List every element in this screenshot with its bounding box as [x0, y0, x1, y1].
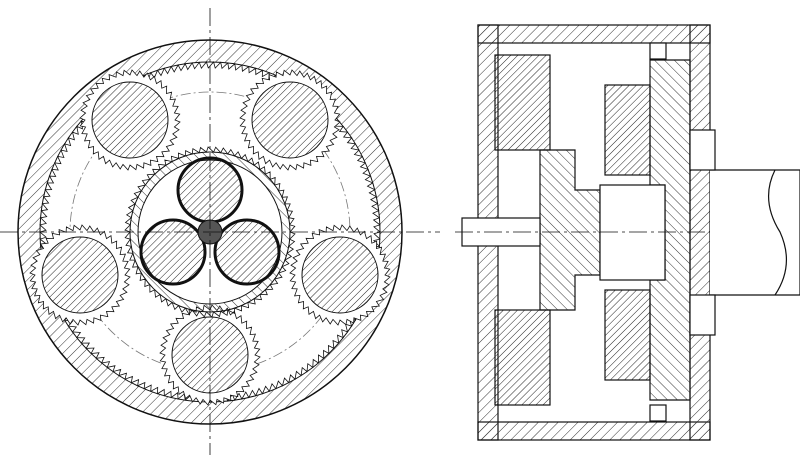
planet-upper	[494, 54, 551, 151]
planet2-lower	[604, 289, 651, 381]
planet-gears	[29, 69, 391, 406]
bearing-top	[649, 42, 667, 60]
bearing-upper	[689, 129, 716, 171]
planet-gear-body-1	[91, 81, 169, 159]
output-shaft-break	[767, 169, 788, 296]
output-hub	[599, 184, 666, 281]
output-shaft	[710, 169, 800, 296]
housing-bottom	[477, 421, 711, 441]
bearing-lower	[689, 294, 716, 336]
housing-top	[477, 24, 711, 44]
planet-lower	[494, 309, 551, 406]
planet-gear-body-3	[41, 236, 119, 314]
planet-gear-body-2	[251, 81, 329, 159]
planet2-upper	[604, 84, 651, 176]
bearing-bottom	[649, 404, 667, 422]
inner-gear-2	[139, 218, 207, 286]
section-view	[455, 24, 800, 441]
front-view	[0, 8, 440, 455]
planet-gear-body-4	[301, 236, 379, 314]
carrier-1	[539, 149, 601, 311]
housing-right	[689, 24, 711, 441]
inner-gear-3	[213, 218, 281, 286]
